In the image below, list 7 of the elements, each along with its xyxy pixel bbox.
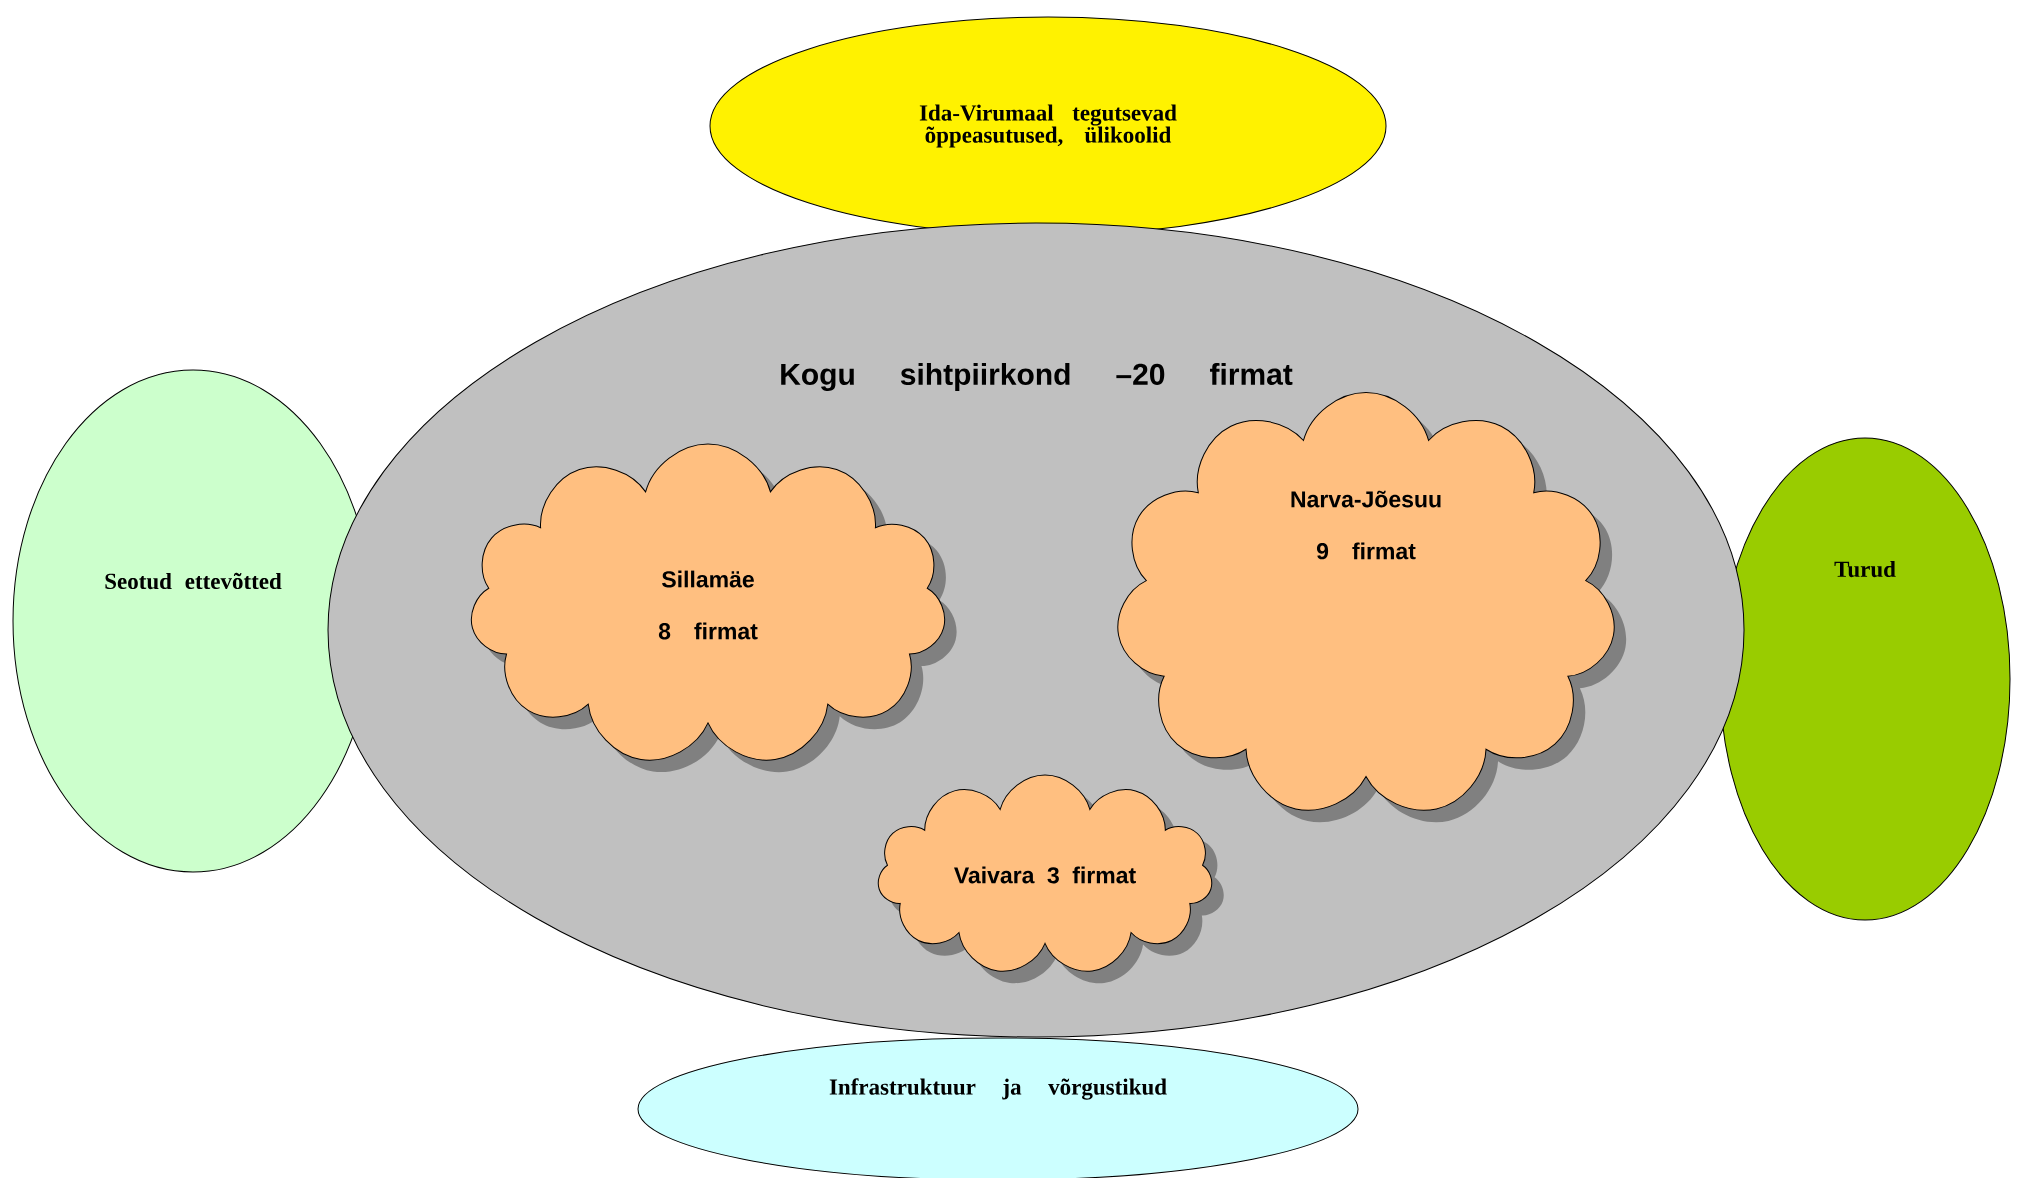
ellipse-node: Seotud ettevõtted xyxy=(12,369,374,873)
cloud-node: Sillamäe 8 firmat xyxy=(470,443,957,773)
ellipse-node: Infrastruktuur ja võrgustikud xyxy=(637,1037,1359,1178)
ellipse-node: Ida-Virumaal tegutsevad õppeasutused, ülikoolid xyxy=(709,16,1387,236)
ellipse-node: Turud xyxy=(1719,437,2011,921)
cloud-node: Vaivara 3 firmat xyxy=(877,774,1224,984)
cloud-node: Narva-Jõesuu 9 firmat xyxy=(1117,392,1627,823)
